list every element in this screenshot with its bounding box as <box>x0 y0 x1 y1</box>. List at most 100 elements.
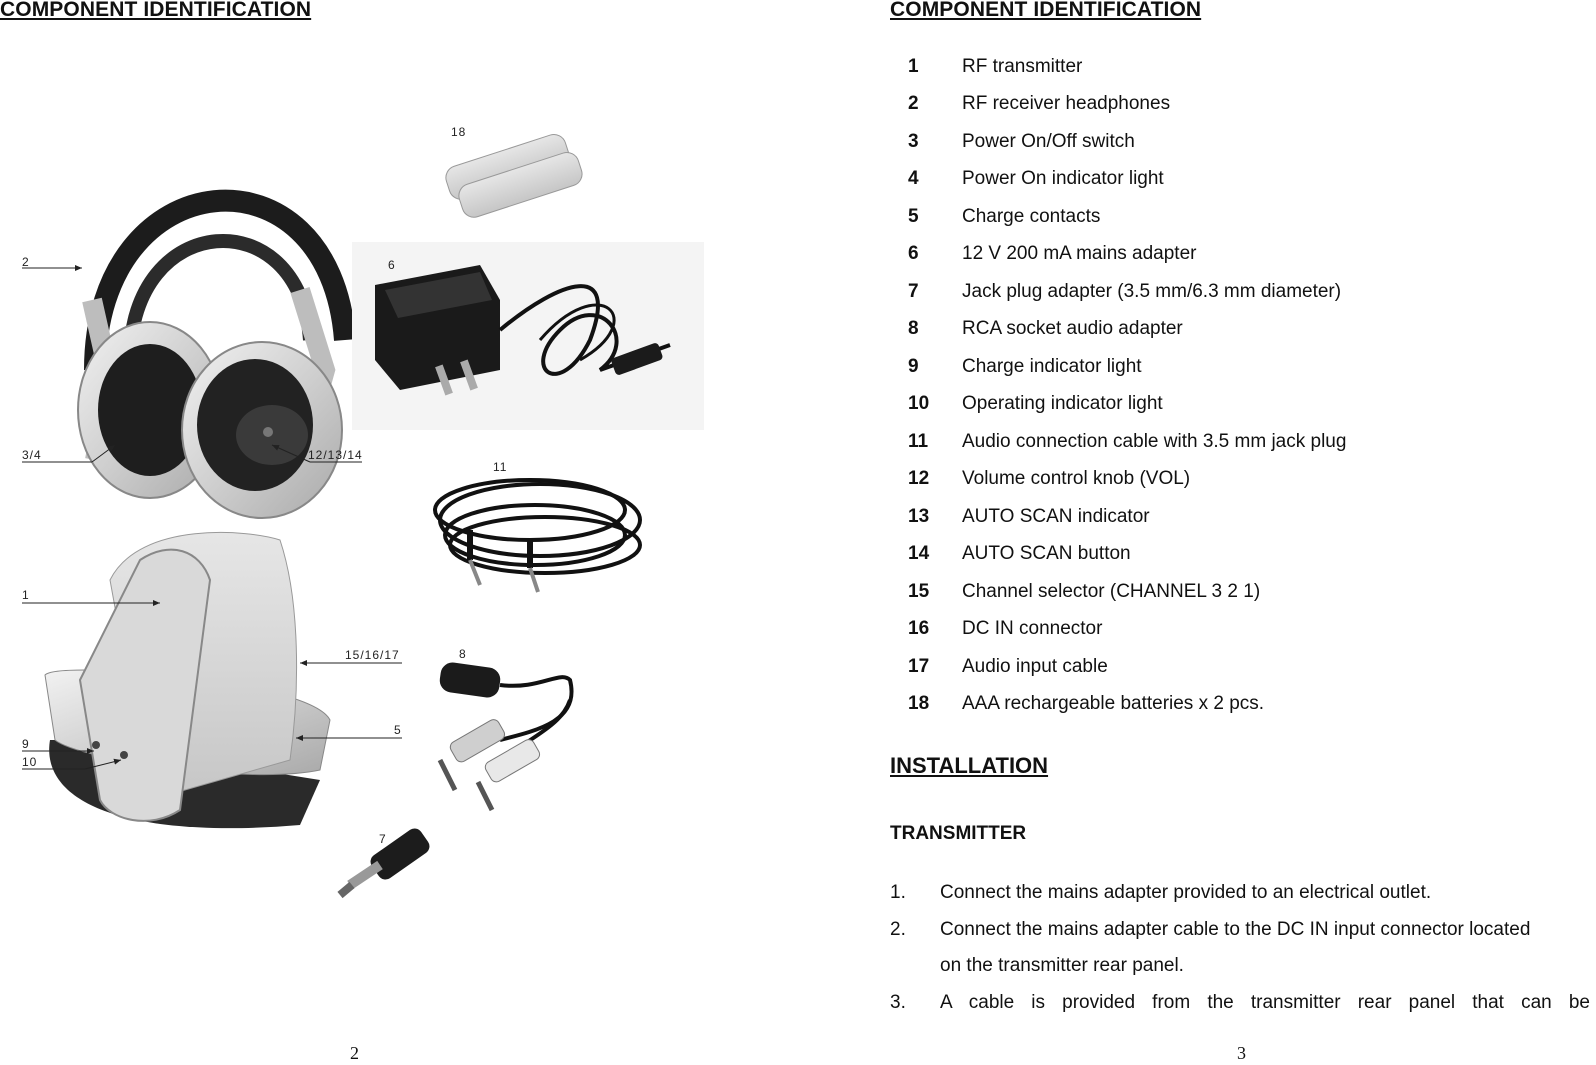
component-label: Volume control knob (VOL) <box>962 468 1191 490</box>
callout-9: 9 <box>22 737 30 751</box>
component-number: 7 <box>908 280 919 302</box>
step-text: Connect the mains adapter provided to an… <box>940 882 1432 903</box>
step-text: Connect the mains adapter cable to the D… <box>940 918 1531 940</box>
component-number: 3 <box>908 130 919 152</box>
step-number: 2. <box>890 918 906 940</box>
callout-18: 18 <box>451 125 466 139</box>
left-page-heading: COMPONENT IDENTIFICATION <box>0 0 312 21</box>
right-page-heading: COMPONENT IDENTIFICATION <box>890 0 1202 21</box>
headphones-drawing <box>77 189 356 519</box>
callout-15-16-17: 15/16/17 <box>345 648 400 662</box>
component-number: 12 <box>908 468 930 490</box>
callout-8: 8 <box>459 647 467 661</box>
left-page-number: 2 <box>350 1043 359 1063</box>
component-number: 14 <box>908 543 930 565</box>
callout-2: 2 <box>22 255 30 269</box>
component-label: RCA socket audio adapter <box>962 318 1183 340</box>
step-item: 3. A cable is provided from the transmitt… <box>890 985 1590 1022</box>
component-item: 16 DC IN connector <box>890 611 1580 649</box>
component-label: RF transmitter <box>962 55 1083 77</box>
component-label: Operating indicator light <box>962 393 1163 415</box>
component-label: AUTO SCAN button <box>962 543 1131 565</box>
component-item: 1 RF transmitter <box>890 48 1580 86</box>
callout-line-3-4-arrow <box>91 444 116 463</box>
callout-lines <box>22 265 402 770</box>
batteries-drawing <box>445 133 583 218</box>
component-label: Jack plug adapter (3.5 mm/6.3 mm diamete… <box>962 280 1342 302</box>
component-label: Charge indicator light <box>962 355 1142 377</box>
component-item: 13 AUTO SCAN indicator <box>890 498 1580 536</box>
transmitter-heading: TRANSMITTER <box>890 823 1027 844</box>
callout-line-12-13-14-arrow <box>271 444 311 463</box>
component-item: 6 12 V 200 mA mains adapter <box>890 236 1580 274</box>
component-number: 17 <box>908 655 930 677</box>
component-label: Audio connection cable with 3.5 mm jack … <box>962 430 1347 452</box>
component-item: 2 RF receiver headphones <box>890 86 1580 124</box>
component-label: Power On indicator light <box>962 168 1164 190</box>
component-label: Channel selector (CHANNEL 3 2 1) <box>962 580 1261 602</box>
component-number: 6 <box>908 243 919 265</box>
step-number: 3. <box>890 991 906 1013</box>
component-number: 1 <box>908 55 919 77</box>
callout-3-4: 3/4 <box>22 448 42 462</box>
step-item: 2. Connect the mains adapter cable to the… <box>890 912 1590 949</box>
component-item: 18 AAA rechargeable batteries x 2 pcs. <box>890 686 1580 724</box>
callout-5: 5 <box>394 723 402 737</box>
transmitter-drawing <box>44 531 331 829</box>
rca-adapter-drawing <box>437 662 574 812</box>
component-illustration-svg: 2 3/4 12/13/14 6 18 11 1 15/16/17 8 5 9 … <box>22 125 704 899</box>
component-label: AAA rechargeable batteries x 2 pcs. <box>962 693 1265 715</box>
component-label: Power On/Off switch <box>962 130 1135 152</box>
component-number: 15 <box>908 580 930 602</box>
component-item: 5 Charge contacts <box>890 198 1580 236</box>
callout-7: 7 <box>379 832 387 846</box>
component-number: 5 <box>908 205 919 227</box>
callout-1: 1 <box>22 588 30 602</box>
callout-line-10-arrow <box>84 758 122 770</box>
jack-plug-adapter-drawing <box>337 828 430 899</box>
component-item: 17 Audio input cable <box>890 648 1580 686</box>
step-number <box>890 948 940 985</box>
component-illustration: 2 3/4 12/13/14 6 18 11 1 15/16/17 8 5 9 … <box>0 40 760 1000</box>
component-label: 12 V 200 mA mains adapter <box>962 243 1197 265</box>
component-item: 10 Operating indicator light <box>890 386 1580 424</box>
component-number: 13 <box>908 505 930 527</box>
component-label: DC IN connector <box>962 618 1103 640</box>
component-number: 8 <box>908 318 919 340</box>
component-item: 12 Volume control knob (VOL) <box>890 461 1580 499</box>
component-item: 4 Power On indicator light <box>890 161 1580 199</box>
component-number: 16 <box>908 618 930 640</box>
step-text: on the transmitter rear panel. <box>940 955 1184 976</box>
right-page-number: 3 <box>1237 1043 1246 1063</box>
component-item: 3 Power On/Off switch <box>890 123 1580 161</box>
step-text: A cable is provided from the transmitter… <box>940 991 1590 1013</box>
component-item: 9 Charge indicator light <box>890 348 1580 386</box>
component-label: Charge contacts <box>962 205 1101 227</box>
component-number: 11 <box>908 430 929 452</box>
component-label: AUTO SCAN indicator <box>962 505 1150 527</box>
installation-heading: INSTALLATION <box>890 753 1049 778</box>
component-number: 9 <box>908 355 919 377</box>
component-item: 14 AUTO SCAN button <box>890 536 1580 574</box>
mains-adapter-drawing <box>352 242 704 430</box>
step-number: 1. <box>890 882 906 903</box>
component-number: 18 <box>908 693 930 715</box>
component-item: 8 RCA socket audio adapter <box>890 311 1580 349</box>
component-item: 11 Audio connection cable with 3.5 mm jac… <box>890 423 1580 461</box>
component-number: 4 <box>908 168 919 190</box>
component-label: RF receiver headphones <box>962 93 1171 115</box>
component-number: 10 <box>908 393 930 415</box>
step-item: 1. Connect the mains adapter provided to … <box>890 875 1590 912</box>
callout-12-13-14: 12/13/14 <box>308 448 363 462</box>
callout-10: 10 <box>22 755 37 769</box>
component-item: 7 Jack plug adapter (3.5 mm/6.3 mm diamet… <box>890 273 1580 311</box>
callout-11: 11 <box>493 460 507 474</box>
step-item: on the transmitter rear panel. <box>890 948 1590 985</box>
installation-steps: 1. Connect the mains adapter provided to … <box>890 875 1590 1021</box>
callout-6: 6 <box>388 258 396 272</box>
audio-cable-drawing <box>433 478 642 593</box>
component-number: 2 <box>908 93 919 115</box>
component-item: 15 Channel selector (CHANNEL 3 2 1) <box>890 573 1580 611</box>
component-label: Audio input cable <box>962 655 1108 677</box>
